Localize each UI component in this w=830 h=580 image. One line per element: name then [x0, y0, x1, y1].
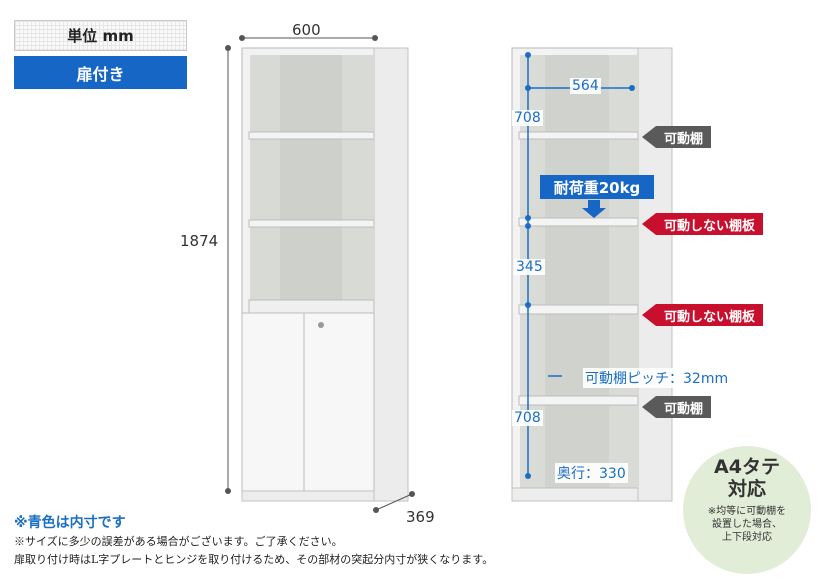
depth-dimension: 369 [406, 508, 435, 526]
dimension-lines-left [225, 35, 415, 513]
a4-note-line1: ※均等に可動棚を [707, 506, 787, 517]
left-arrow-icon [642, 126, 656, 148]
inner-mid-height-label: 345 [514, 259, 545, 275]
width-dimension: 600 [292, 21, 321, 39]
inner-bottom-height-label: 708 [512, 410, 543, 426]
movable-shelf-tag-top: 可動棚 [642, 126, 712, 148]
movable-shelf-label: 可動棚 [656, 396, 712, 418]
load-capacity-badge: 耐荷重20kg [540, 175, 654, 199]
tolerance-note: ※サイズに多少の誤差がある場合がございます。ご了承ください。 [14, 535, 343, 548]
a4-title-line1: A4タテ [714, 456, 780, 478]
door-hardware-note: 扉取り付け時はL字プレートとヒンジを取り付けるため、その部材の突起分内寸が狭くな… [14, 553, 494, 566]
a4-support-badge: A4タテ 対応 ※均等に可動棚を 設置した場合、 上下段対応 [683, 446, 811, 574]
fixed-shelf-label: 可動しない棚板 [656, 304, 764, 326]
left-arrow-icon [642, 213, 656, 235]
fixed-shelf-label: 可動しない棚板 [656, 213, 764, 235]
cabinet-left [241, 47, 409, 502]
movable-shelf-label: 可動棚 [656, 126, 712, 148]
left-arrow-icon [642, 396, 656, 418]
unit-label: 単位 mm [14, 20, 187, 51]
fixed-shelf-tag-lower: 可動しない棚板 [642, 304, 764, 326]
height-dimension: 1874 [180, 232, 219, 250]
blue-inner-dim-note: ※青色は内寸です [14, 515, 126, 531]
a4-note-line2: 設置した場合、 [712, 519, 782, 530]
shelf-pitch-label: 可動棚ピッチ：32mm [583, 368, 731, 388]
inner-top-height-label: 708 [512, 110, 543, 126]
left-arrow-icon [642, 304, 656, 326]
fixed-shelf-tag-upper: 可動しない棚板 [642, 213, 764, 235]
inner-depth-label: 奥行：330 [555, 463, 628, 483]
door-type-label: 扉付き [14, 56, 187, 89]
a4-note-line3: 上下段対応 [722, 532, 772, 543]
inner-width-label: 564 [570, 78, 601, 94]
a4-title-line2: 対応 [727, 478, 766, 500]
movable-shelf-tag-bottom: 可動棚 [642, 396, 712, 418]
